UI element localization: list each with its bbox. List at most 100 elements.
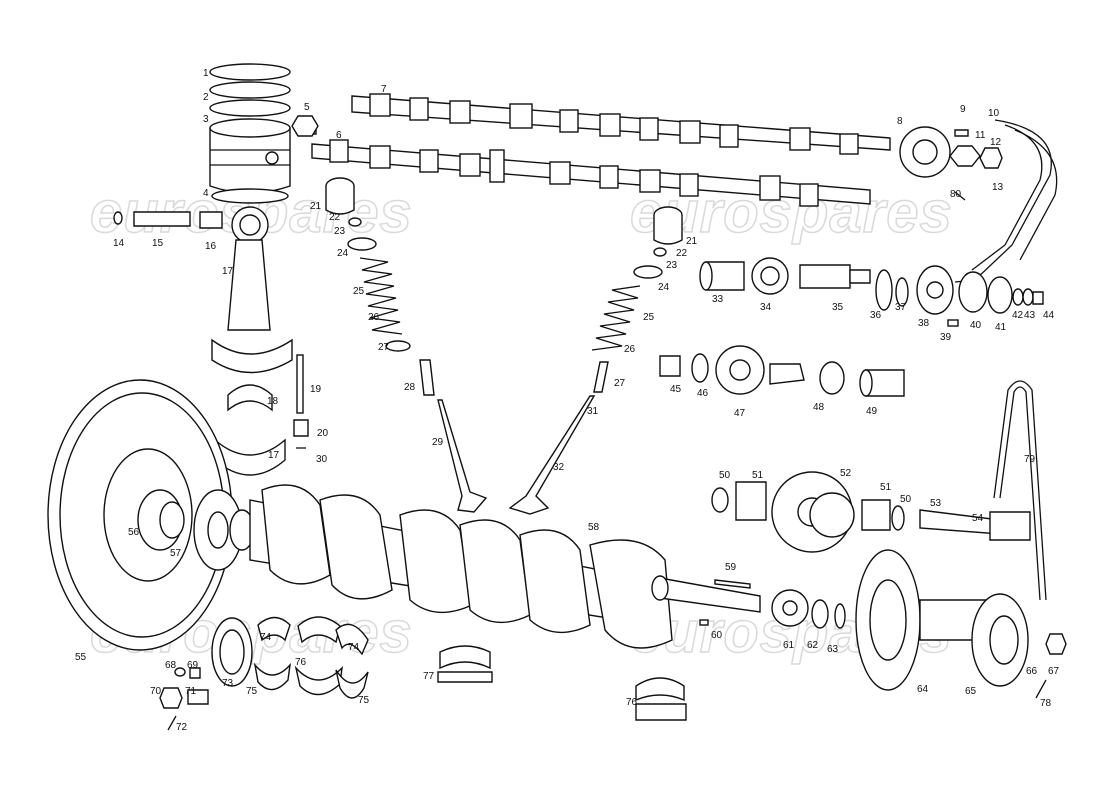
callout-22-repeat: 22 [676, 248, 688, 259]
callout-65: 65 [965, 686, 977, 697]
callout-48: 48 [813, 402, 825, 413]
callout-68: 68 [165, 660, 177, 671]
crank-flange [193, 489, 255, 571]
callout-63: 63 [827, 644, 839, 655]
callout-41: 41 [995, 322, 1007, 333]
callout-36: 36 [870, 310, 882, 321]
callout-70: 70 [150, 686, 162, 697]
callout-53: 53 [930, 498, 942, 509]
callout-45: 45 [670, 384, 682, 395]
callout-72: 72 [176, 722, 188, 733]
callout-44: 44 [1043, 310, 1055, 321]
callout-75-repeat: 75 [358, 695, 370, 706]
callout-2: 2 [203, 92, 209, 103]
callout-31: 31 [587, 406, 599, 417]
flywheel [47, 379, 233, 651]
callout-14: 14 [113, 238, 125, 249]
callout-62: 62 [807, 640, 819, 651]
callout-26-repeat: 26 [624, 344, 636, 355]
callout-16: 16 [205, 241, 217, 252]
callout-26: 26 [368, 312, 380, 323]
callout-61: 61 [783, 640, 795, 651]
callout-25: 25 [353, 286, 365, 297]
callout-11: 11 [975, 130, 986, 141]
callout-40: 40 [970, 320, 982, 331]
callout-50-repeat: 50 [900, 494, 912, 505]
callout-54: 54 [972, 513, 984, 524]
callout-67: 67 [1048, 666, 1060, 677]
callout-12: 12 [990, 137, 1002, 148]
callout-60: 60 [711, 630, 723, 641]
callout-18: 18 [267, 396, 279, 407]
callout-33: 33 [712, 294, 724, 305]
callout-58: 58 [588, 522, 600, 533]
callout-27-repeat: 27 [614, 378, 626, 389]
valve-train-left [325, 177, 488, 513]
callout-30: 30 [316, 454, 328, 465]
callout-4: 4 [203, 188, 209, 199]
callout-76-repeat: 76 [626, 697, 638, 708]
callout-76: 76 [295, 657, 307, 668]
callout-55: 55 [75, 652, 87, 663]
shaft-gears-row-2 [659, 345, 905, 397]
callout-66: 66 [1026, 666, 1038, 677]
callout-21: 21 [310, 201, 322, 212]
idler-gear-group [711, 471, 1031, 553]
callout-56: 56 [128, 527, 140, 538]
connecting-rod [211, 206, 293, 374]
callout-34: 34 [760, 302, 772, 313]
callout-73: 73 [222, 678, 234, 689]
callout-9: 9 [960, 104, 966, 115]
callout-28: 28 [404, 382, 416, 393]
callout-46: 46 [697, 388, 709, 399]
fastener-group [159, 115, 319, 731]
callout-79: 79 [1024, 454, 1036, 465]
callout-78: 78 [1040, 698, 1052, 709]
cam-drive-group [899, 126, 1003, 201]
callout-6: 6 [336, 130, 342, 141]
callout-labels: 1 2 3 4 5 6 7 8 9 10 11 12 13 14 15 16 1… [75, 68, 1060, 733]
callout-69: 69 [187, 660, 199, 671]
callout-13: 13 [992, 182, 1004, 193]
callout-21-repeat: 21 [686, 236, 698, 247]
shaft-gears-row-1 [699, 257, 1044, 327]
callout-38: 38 [918, 318, 930, 329]
callout-75: 75 [246, 686, 258, 697]
callout-22: 22 [329, 212, 341, 223]
rod-cap-group [214, 354, 309, 476]
main-bearing-group [211, 616, 687, 721]
callout-64: 64 [917, 684, 929, 695]
callout-47: 47 [734, 408, 746, 419]
callout-23-repeat: 23 [666, 260, 678, 271]
callout-19: 19 [310, 384, 322, 395]
callout-27: 27 [378, 342, 390, 353]
piston-assembly [209, 63, 291, 204]
crankshaft [249, 484, 761, 649]
callout-17-repeat: 17 [268, 450, 280, 461]
cam-lobes-upper [369, 93, 859, 155]
callout-50: 50 [719, 470, 731, 481]
callout-51-repeat: 51 [880, 482, 892, 493]
callout-39: 39 [940, 332, 952, 343]
callout-57: 57 [170, 548, 182, 559]
callout-1: 1 [203, 68, 209, 79]
callout-7: 7 [381, 84, 387, 95]
callout-74-repeat: 74 [348, 642, 360, 653]
callout-37: 37 [895, 302, 907, 313]
callout-3: 3 [203, 114, 209, 125]
callout-24-repeat: 24 [658, 282, 670, 293]
callout-77: 77 [423, 671, 435, 682]
callout-5: 5 [304, 102, 310, 113]
callout-49: 49 [866, 406, 878, 417]
callout-17: 17 [222, 266, 234, 277]
callout-52: 52 [840, 468, 852, 479]
callout-15: 15 [152, 238, 164, 249]
callout-74: 74 [260, 632, 272, 643]
wrist-pin-group [113, 211, 223, 229]
callout-42: 42 [1012, 310, 1024, 321]
callout-29: 29 [432, 437, 444, 448]
callout-32: 32 [553, 462, 565, 473]
callout-71: 71 [185, 686, 197, 697]
callout-24: 24 [337, 248, 349, 259]
